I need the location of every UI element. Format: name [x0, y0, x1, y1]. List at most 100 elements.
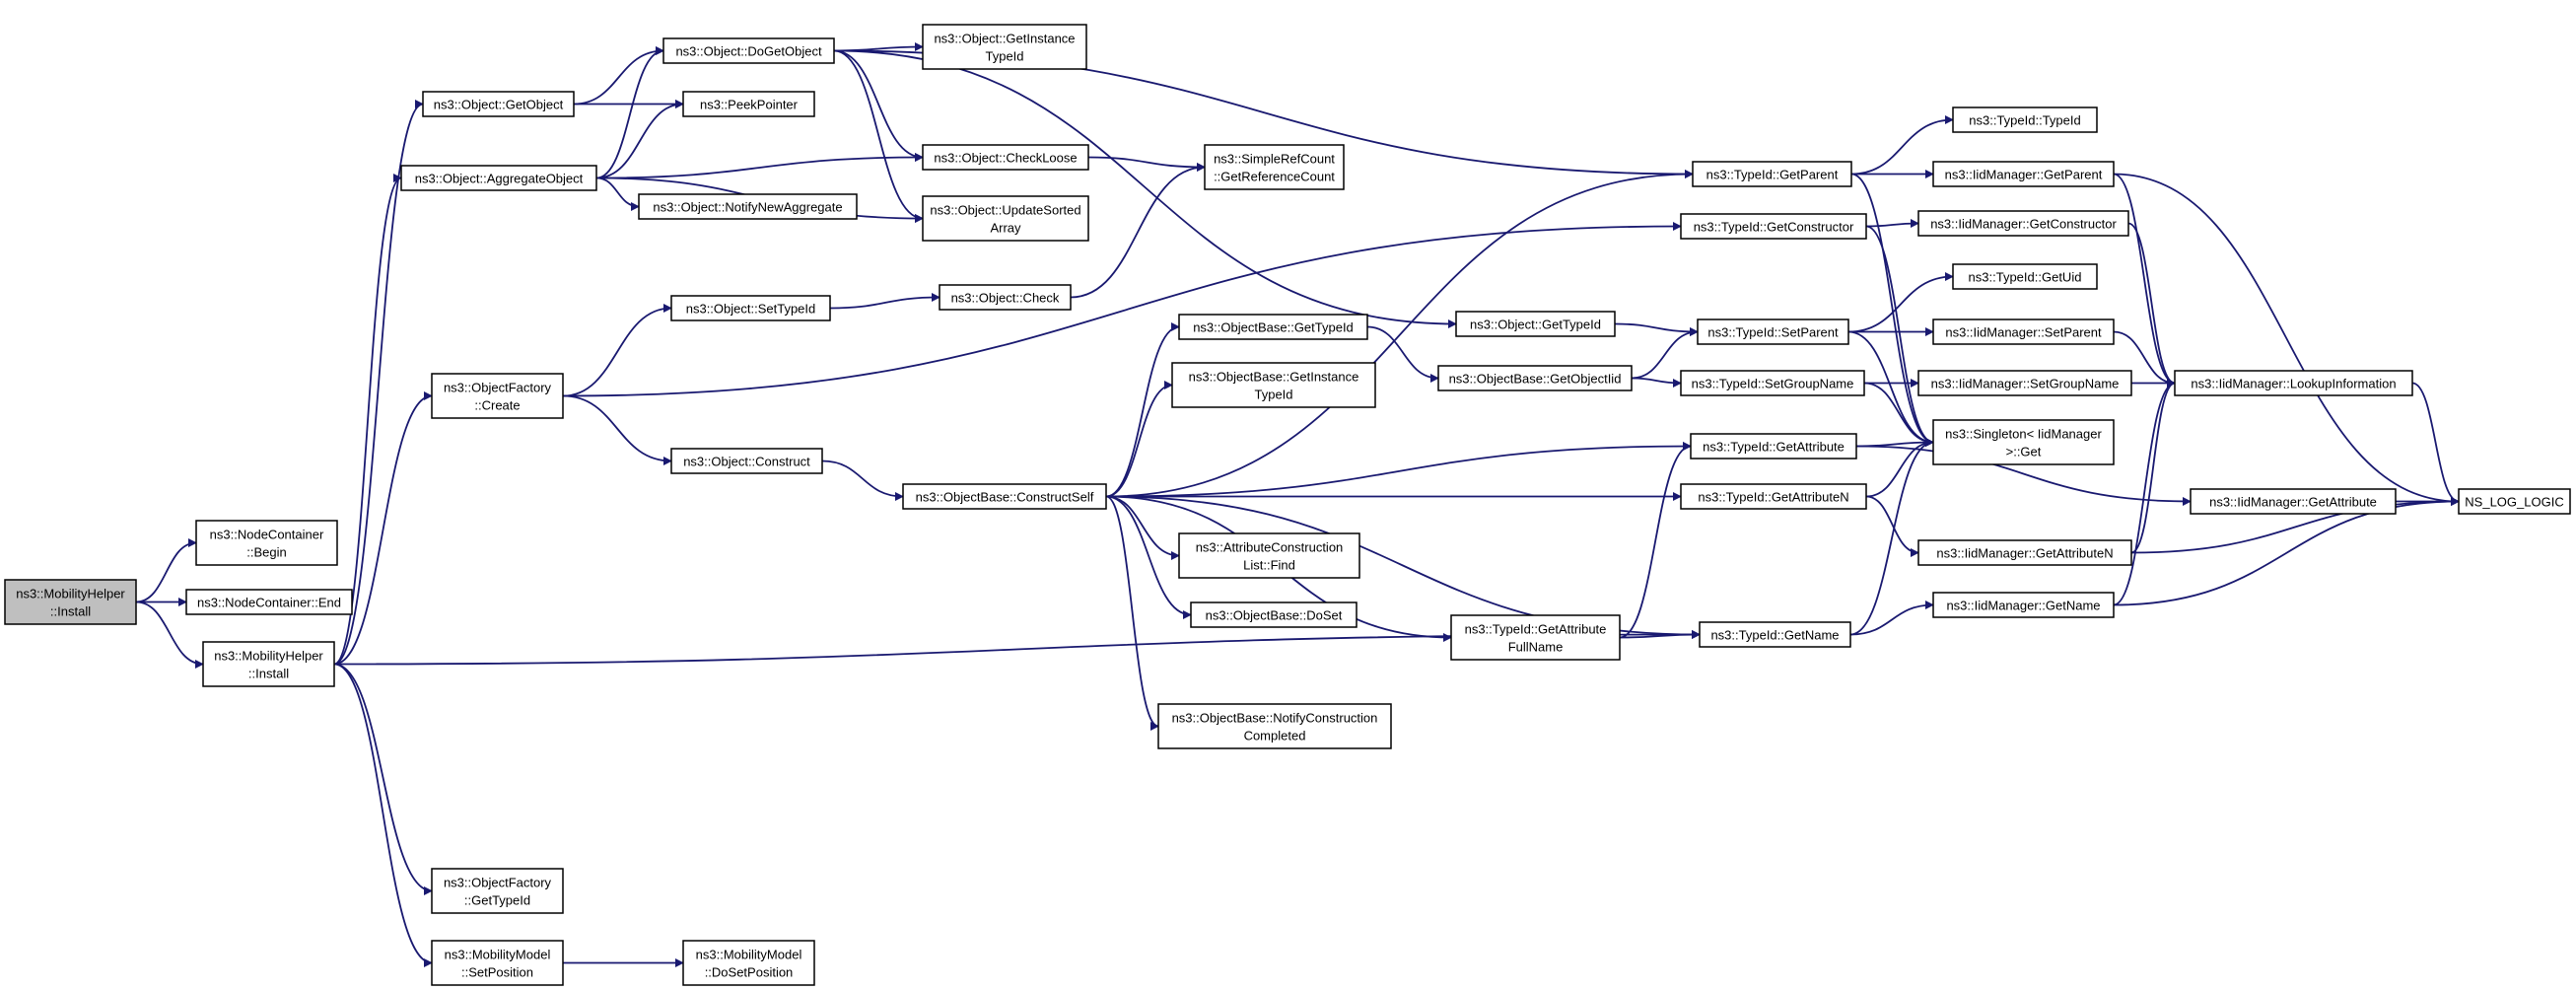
- node-label: ns3::IidManager::GetAttribute: [2209, 495, 2377, 510]
- node-tid_typeid[interactable]: ns3::TypeId::TypeId: [1952, 106, 2098, 133]
- node-tid_getname[interactable]: ns3::TypeId::GetName: [1699, 621, 1851, 648]
- edge-path: [333, 663, 433, 967]
- node-nc_end[interactable]: ns3::NodeContainer::End: [185, 589, 353, 615]
- node-label: ns3::Object::GetTypeId: [1470, 318, 1601, 332]
- node-singleton_get[interactable]: ns3::Singleton< IidManager>::Get: [1932, 419, 2115, 465]
- node-obj_getobject[interactable]: ns3::Object::GetObject: [422, 91, 575, 117]
- node-iid_getattribute[interactable]: ns3::IidManager::GetAttribute: [2190, 488, 2397, 515]
- node-iid_getparent[interactable]: ns3::IidManager::GetParent: [1932, 161, 2115, 187]
- edge-path: [595, 46, 664, 179]
- node-box: [922, 24, 1087, 70]
- node-ob_constructself[interactable]: ns3::ObjectBase::ConstructSelf: [902, 483, 1107, 510]
- node-label: ns3::ObjectBase::DoSet: [1206, 608, 1343, 623]
- edge-mh_install_root-to-nc_begin: [135, 538, 197, 603]
- node-label: ns3::MobilityHelper: [16, 587, 125, 601]
- node-box: [939, 284, 1072, 311]
- node-box: [662, 37, 835, 64]
- edge-ob_constructself-to-acl_find: [1105, 495, 1180, 560]
- edge-path: [1631, 327, 1699, 380]
- edge-ob_constructself-to-ob_doset: [1105, 495, 1192, 619]
- node-ob_notifyconstruction[interactable]: ns3::ObjectBase::NotifyConstructionCompl…: [1157, 703, 1392, 749]
- edge-path: [2113, 173, 2176, 388]
- node-obj_gettypeid[interactable]: ns3::Object::GetTypeId: [1455, 311, 1616, 337]
- node-label: ns3::MobilityModel: [445, 948, 551, 962]
- node-ob_getobjectiid[interactable]: ns3::ObjectBase::GetObjectIid: [1437, 365, 1633, 391]
- node-tid_getuid[interactable]: ns3::TypeId::GetUid: [1952, 263, 2098, 290]
- node-tid_getattribute[interactable]: ns3::TypeId::GetAttribute: [1690, 433, 1857, 460]
- node-label: ::GetReferenceCount: [1214, 170, 1335, 184]
- node-box: [1437, 365, 1633, 391]
- node-label: Array: [990, 221, 1021, 236]
- node-box: [1697, 318, 1849, 345]
- edge-mh_install-to-obj_aggregate: [333, 174, 402, 666]
- node-ob_doset[interactable]: ns3::ObjectBase::DoSet: [1190, 601, 1358, 628]
- node-iid_getattributen[interactable]: ns3::IidManager::GetAttributeN: [1917, 539, 2132, 566]
- edge-path: [821, 460, 904, 501]
- edge-path: [2113, 173, 2460, 506]
- edge-ob_constructself-to-ob_gettypeid: [1105, 322, 1180, 498]
- node-nc_begin[interactable]: ns3::NodeContainer::Begin: [195, 520, 338, 566]
- node-obj_aggregate[interactable]: ns3::Object::AggregateObject: [400, 165, 597, 191]
- node-iid_setgroupname[interactable]: ns3::IidManager::SetGroupName: [1917, 370, 2132, 396]
- node-iid_lookupinfo[interactable]: ns3::IidManager::LookupInformation: [2174, 370, 2413, 396]
- node-tid_getattributen[interactable]: ns3::TypeId::GetAttributeN: [1680, 483, 1867, 510]
- edge-path: [1105, 495, 1192, 619]
- node-label: ns3::TypeId::GetAttribute: [1703, 440, 1845, 455]
- node-obj_settypeid[interactable]: ns3::Object::SetTypeId: [670, 295, 831, 321]
- node-mm_dosetposition[interactable]: ns3::MobilityModel::DoSetPosition: [682, 940, 815, 986]
- node-obj_construct[interactable]: ns3::Object::Construct: [670, 448, 823, 474]
- edge-iid_getname-to-iid_lookupinfo: [2113, 379, 2176, 606]
- node-peekpointer[interactable]: ns3::PeekPointer: [682, 91, 815, 117]
- node-obj_checkloose[interactable]: ns3::Object::CheckLoose: [922, 144, 1089, 171]
- node-box: [1171, 362, 1376, 408]
- node-obj_dogetobject[interactable]: ns3::Object::DoGetObject: [662, 37, 835, 64]
- node-tid_getconstructor[interactable]: ns3::TypeId::GetConstructor: [1680, 213, 1867, 240]
- node-iid_getname[interactable]: ns3::IidManager::GetName: [1932, 592, 2115, 618]
- node-label: ns3::Object::DoGetObject: [675, 44, 822, 59]
- edge-path: [833, 49, 924, 223]
- node-mm_setposition[interactable]: ns3::MobilityModel::SetPosition: [431, 940, 564, 986]
- node-ns_log_logic[interactable]: NS_LOG_LOGIC: [2458, 488, 2571, 515]
- edge-iid_getattributen-to-ns_log_logic: [2130, 497, 2460, 554]
- edge-tid_getattrfullname-to-tid_getattribute: [1619, 442, 1692, 639]
- edge-path: [562, 304, 672, 397]
- node-of_create[interactable]: ns3::ObjectFactory::Create: [431, 373, 564, 419]
- node-iid_getconstructor[interactable]: ns3::IidManager::GetConstructor: [1917, 210, 2129, 237]
- node-tid_getparent[interactable]: ns3::TypeId::GetParent: [1692, 161, 1852, 187]
- node-label: ns3::Object::UpdateSorted: [930, 203, 1080, 218]
- node-obj_notifynewagg[interactable]: ns3::Object::NotifyNewAggregate: [638, 193, 858, 220]
- edge-obj_dogetobject-to-obj_updatesorted: [833, 49, 924, 223]
- node-of_gettypeid[interactable]: ns3::ObjectFactory::GetTypeId: [431, 868, 564, 914]
- node-src_getrefcount[interactable]: ns3::SimpleRefCount::GetReferenceCount: [1204, 144, 1345, 190]
- node-label: ::Install: [248, 667, 289, 681]
- node-tid_setparent[interactable]: ns3::TypeId::SetParent: [1697, 318, 1849, 345]
- node-label: ns3::IidManager::GetParent: [1945, 168, 2103, 182]
- edge-path: [2130, 379, 2176, 554]
- edge-path: [1850, 173, 1934, 447]
- node-box: [1450, 614, 1621, 661]
- node-label: ::GetTypeId: [464, 893, 530, 908]
- edge-mh_install_root-to-mh_install: [135, 601, 204, 669]
- node-tid_setgroupname[interactable]: ns3::TypeId::SetGroupName: [1680, 370, 1865, 396]
- edge-path: [833, 49, 1457, 328]
- node-label: ns3::NodeContainer: [210, 528, 324, 542]
- node-box: [1932, 592, 2115, 618]
- node-label: ns3::PeekPointer: [700, 98, 799, 112]
- node-obj_check[interactable]: ns3::Object::Check: [939, 284, 1072, 311]
- nodes-layer: ns3::MobilityHelper::Install ns3::NodeCon…: [4, 24, 2571, 986]
- node-mh_install[interactable]: ns3::MobilityHelper::Install: [202, 641, 335, 687]
- node-label: ns3::MobilityModel: [696, 948, 802, 962]
- node-iid_setparent[interactable]: ns3::IidManager::SetParent: [1932, 318, 2115, 345]
- node-label: ns3::ObjectBase::NotifyConstruction: [1172, 711, 1378, 726]
- node-label: ns3::NodeContainer::End: [197, 596, 341, 610]
- node-ob_gettypeid[interactable]: ns3::ObjectBase::GetTypeId: [1178, 314, 1368, 340]
- node-box: [202, 641, 335, 687]
- edge-ob_constructself-to-tid_getparent: [1105, 170, 1694, 498]
- node-mh_install_root[interactable]: ns3::MobilityHelper::Install: [4, 579, 137, 625]
